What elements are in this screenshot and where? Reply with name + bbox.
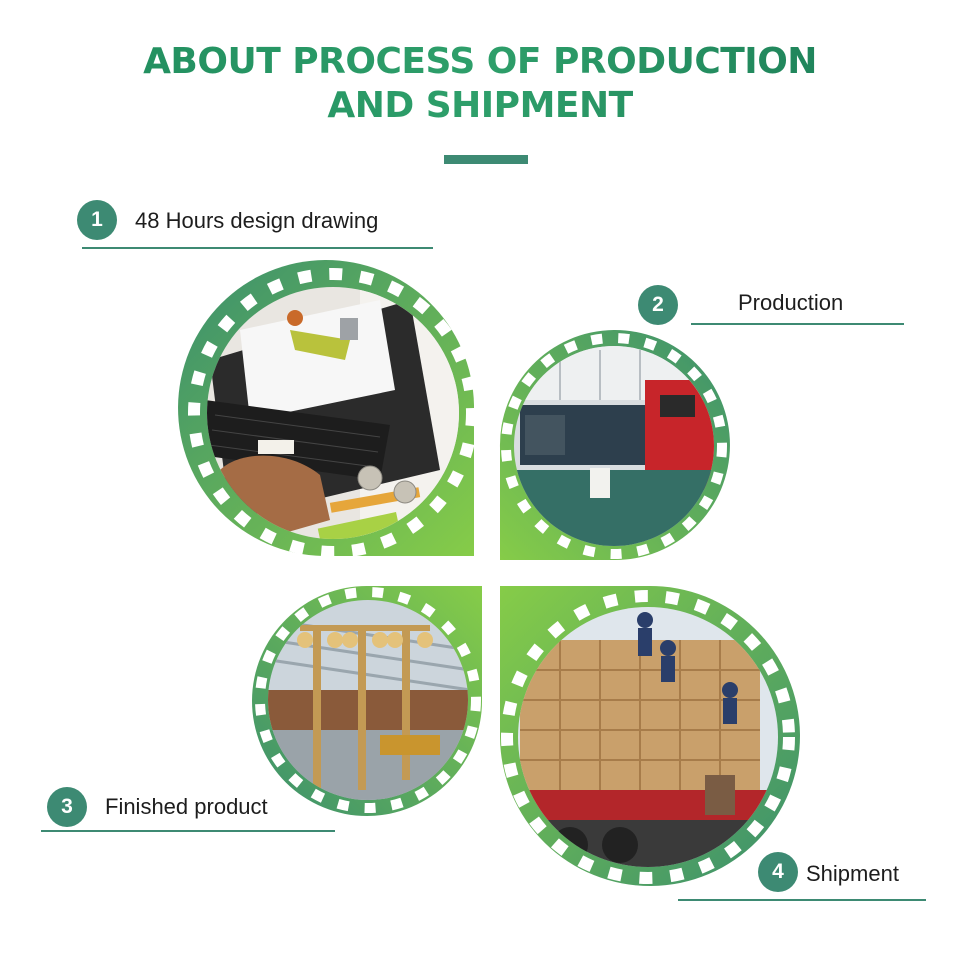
step-underline	[678, 899, 926, 901]
street-lamp-posts-photo	[268, 600, 468, 800]
loading-truck-cartons-photo	[518, 607, 778, 867]
step-number-badge: 2	[638, 285, 678, 325]
title-line-1: ABOUT PROCESS OF PRODUCTION	[0, 40, 960, 84]
step-underline	[41, 830, 335, 832]
factory-machinery-photo	[514, 346, 714, 546]
step-number-badge: 3	[47, 787, 87, 827]
title-line-2: AND SHIPMENT	[0, 84, 960, 128]
step-label: Shipment	[806, 861, 899, 886]
step-label: 48 Hours design drawing	[135, 208, 379, 233]
step-number-badge: 4	[758, 852, 798, 892]
step-number-badge: 1	[77, 200, 117, 240]
title-underline	[444, 155, 528, 164]
step-label: Production	[738, 290, 844, 315]
page-title: ABOUT PROCESS OF PRODUCTION AND SHIPMENT	[0, 40, 960, 128]
step-label: Finished product	[105, 794, 268, 819]
step-underline	[691, 323, 904, 325]
step-underline	[82, 247, 433, 249]
